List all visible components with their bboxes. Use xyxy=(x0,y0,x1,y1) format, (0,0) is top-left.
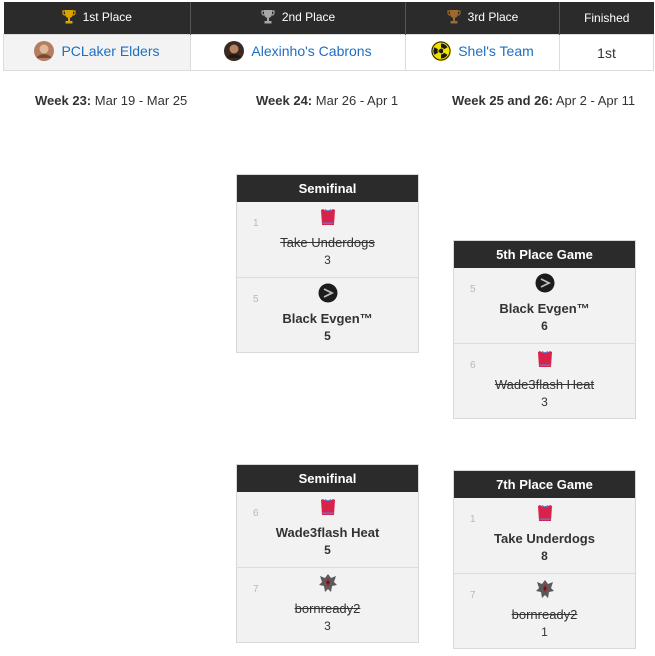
week-dates: Apr 2 - Apr 11 xyxy=(555,93,636,108)
week-header-round-3: Week 25 and 26: Apr 2 - Apr 11 xyxy=(452,93,635,108)
week-dates: Mar 19 - Mar 25 xyxy=(94,93,188,108)
team-slot[interactable]: 6 Wade3flash Heat 3 xyxy=(454,343,635,418)
seed-number: 7 xyxy=(470,590,476,601)
team-name[interactable]: Wade3flash Heat xyxy=(275,525,380,540)
seed-number: 1 xyxy=(470,514,476,525)
team-score: 1 xyxy=(541,625,548,639)
finished-value: 1st xyxy=(597,44,616,61)
black-ball-icon xyxy=(318,283,337,303)
matchup-title: Semifinal xyxy=(237,465,418,492)
seed-number: 5 xyxy=(470,284,476,295)
header-finished-label: Finished xyxy=(584,11,630,25)
radiation-avatar-icon xyxy=(431,41,452,61)
matchup-card-5th-place[interactable]: 5th Place Game 5 Black Evgen™ 6 6 Wade3f… xyxy=(453,240,636,419)
emblem-icon xyxy=(318,574,337,592)
third-place-cell: Shel's Team xyxy=(405,34,560,71)
header-3rd-place: 3rd Place xyxy=(405,2,560,35)
matchup-title: 7th Place Game xyxy=(454,471,635,498)
final-standings-table: 1st Place 2nd Place xyxy=(3,2,654,71)
jersey-icon xyxy=(320,499,335,515)
team-slot[interactable]: 5 Black Evgen™ 5 xyxy=(237,277,418,352)
team-score: 3 xyxy=(324,619,331,633)
black-ball-icon xyxy=(535,273,554,293)
team-slot[interactable]: 1 Take Underdogs 3 xyxy=(237,202,418,277)
team-score: 5 xyxy=(324,329,331,343)
team-score: 3 xyxy=(541,395,548,409)
matchup-title: Semifinal xyxy=(237,175,418,202)
team-name[interactable]: Take Underdogs xyxy=(280,235,375,250)
team-score: 5 xyxy=(324,543,331,557)
seed-number: 5 xyxy=(253,294,259,305)
finished-cell: 1st xyxy=(559,34,654,71)
team-slot[interactable]: 7 bornready2 3 xyxy=(237,567,418,642)
team-slot[interactable]: 7 bornready2 1 xyxy=(454,573,635,648)
seed-number: 6 xyxy=(470,360,476,371)
team-name[interactable]: bornready2 xyxy=(294,601,361,616)
first-place-team-link[interactable]: PCLaker Elders xyxy=(61,43,160,59)
matchup-card-semifinal-2[interactable]: Semifinal 6 Wade3flash Heat 5 7 bornread… xyxy=(236,464,419,643)
week-header-round-2: Week 24: Mar 26 - Apr 1 xyxy=(256,93,398,108)
jersey-icon xyxy=(320,209,335,225)
silver-trophy-icon xyxy=(261,9,275,23)
emblem-icon xyxy=(535,580,554,598)
team-score: 6 xyxy=(541,319,548,333)
team-slot[interactable]: 1 Take Underdogs 8 xyxy=(454,498,635,573)
standings-row: PCLaker Elders Alexinho's Cabrons xyxy=(3,34,654,71)
seed-number: 7 xyxy=(253,584,259,595)
bronze-trophy-icon xyxy=(447,9,461,23)
week-label: Week 25 and 26: xyxy=(452,93,553,108)
week-header-round-1: Week 23: Mar 19 - Mar 25 xyxy=(35,93,187,108)
seed-number: 1 xyxy=(253,218,259,229)
person-avatar-icon xyxy=(34,41,55,61)
team-slot[interactable]: 6 Wade3flash Heat 5 xyxy=(237,492,418,567)
team-name[interactable]: bornready2 xyxy=(511,607,578,622)
team-score: 8 xyxy=(541,549,548,563)
week-label: Week 24: xyxy=(256,93,313,108)
jersey-icon xyxy=(537,505,552,521)
team-score: 3 xyxy=(324,253,331,267)
team-slot[interactable]: 5 Black Evgen™ 6 xyxy=(454,268,635,343)
header-1st-place: 1st Place xyxy=(3,2,191,35)
second-place-cell: Alexinho's Cabrons xyxy=(190,34,406,71)
header-finished: Finished xyxy=(559,2,654,35)
seed-number: 6 xyxy=(253,508,259,519)
standings-header-row: 1st Place 2nd Place xyxy=(3,2,654,35)
first-place-cell: PCLaker Elders xyxy=(3,34,191,71)
third-place-team-link[interactable]: Shel's Team xyxy=(458,43,534,59)
team-name[interactable]: Take Underdogs xyxy=(494,531,595,546)
header-1st-place-label: 1st Place xyxy=(82,9,132,24)
gold-trophy-icon xyxy=(61,9,76,23)
header-3rd-place-label: 3rd Place xyxy=(467,9,519,24)
header-2nd-place: 2nd Place xyxy=(190,2,406,35)
header-2nd-place-label: 2nd Place xyxy=(281,9,336,24)
week-label: Week 23: xyxy=(35,93,92,108)
team-name[interactable]: Black Evgen™ xyxy=(499,301,590,316)
team-name[interactable]: Black Evgen™ xyxy=(282,311,373,326)
team-name[interactable]: Wade3flash Heat xyxy=(494,377,595,392)
week-dates: Mar 26 - Apr 1 xyxy=(315,93,399,108)
jersey-icon xyxy=(537,351,552,367)
person-avatar-icon xyxy=(224,41,245,61)
second-place-team-link[interactable]: Alexinho's Cabrons xyxy=(251,43,372,59)
matchup-card-7th-place[interactable]: 7th Place Game 1 Take Underdogs 8 7 born… xyxy=(453,470,636,649)
matchup-title: 5th Place Game xyxy=(454,241,635,268)
matchup-card-semifinal-1[interactable]: Semifinal 1 Take Underdogs 3 5 Black Evg… xyxy=(236,174,419,353)
